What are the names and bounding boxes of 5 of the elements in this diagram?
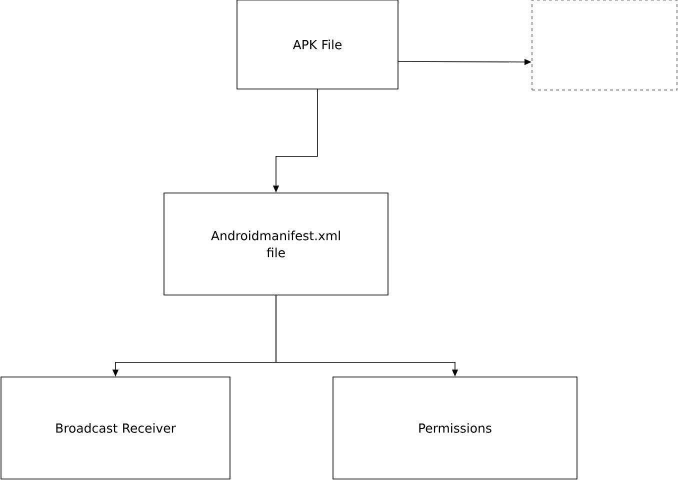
process-box: Broadcast Receiver xyxy=(0,376,230,480)
process-box: Permissions xyxy=(332,376,578,480)
process-box: Androidmanifest.xml file xyxy=(164,192,388,296)
dashed-box xyxy=(532,0,678,90)
process-box: APK File xyxy=(236,0,398,90)
